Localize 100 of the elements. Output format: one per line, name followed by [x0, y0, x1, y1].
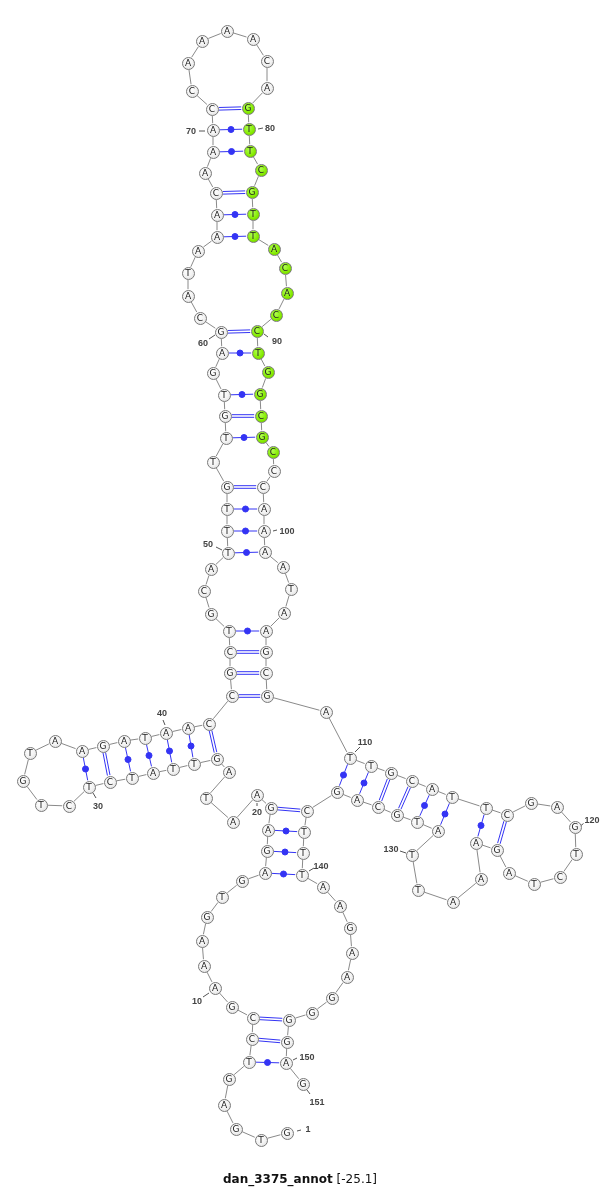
backbone-line [256, 44, 264, 56]
backbone-line [254, 175, 259, 187]
nucleotide: A [181, 289, 195, 303]
backbone-line [260, 358, 266, 367]
base-pair-bond [259, 1016, 283, 1022]
nucleotide: C [103, 775, 117, 789]
backbone-line [251, 198, 254, 208]
backbone-line [190, 301, 198, 313]
backbone-line [270, 617, 280, 627]
nucleotide: T [206, 455, 220, 469]
nucleotide: A [117, 734, 131, 748]
backbone-line [205, 321, 216, 329]
backbone-line [457, 798, 481, 807]
nucleotide: T [199, 791, 213, 805]
backbone-line [249, 1045, 252, 1056]
nucleotide: G [384, 766, 398, 780]
backbone-line [179, 765, 188, 768]
base-pair-bond [236, 650, 260, 654]
backbone-line [224, 422, 227, 432]
nucleotide: G [223, 666, 237, 680]
base-pair-bond [359, 771, 369, 795]
backbone-line [188, 69, 192, 85]
backbone-line [229, 658, 231, 667]
backbone-line [412, 861, 418, 884]
backbone-line [191, 46, 199, 58]
backbone-line [265, 442, 270, 447]
nucleotide: G [490, 843, 504, 857]
nucleotide: T [220, 502, 234, 516]
nucleotide: A [550, 800, 564, 814]
position-number: 70 [186, 126, 196, 136]
base-pair-bond [273, 848, 297, 856]
base-pair-bond [238, 694, 261, 698]
backbone-line [248, 135, 251, 145]
nucleotide: C [205, 102, 219, 116]
nucleotide: G [260, 844, 274, 858]
nucleotide: G [305, 1006, 319, 1020]
backbone-line [247, 874, 260, 880]
nucleotide: A [431, 824, 445, 838]
backbone-line [263, 537, 266, 546]
nucleotide: G [241, 101, 255, 115]
backbone-line [252, 92, 263, 104]
backbone-line [88, 747, 97, 750]
base-pair-bond [255, 1059, 280, 1066]
backbone-line [210, 901, 219, 913]
nucleotide: C [245, 1032, 259, 1046]
base-pair-bond [124, 747, 132, 772]
backbone-line [402, 816, 412, 821]
backbone-line [285, 274, 287, 287]
backbone-line [233, 1065, 245, 1076]
nucleotide: C [278, 261, 292, 275]
backbone-line [130, 738, 139, 741]
nucleotide: C [267, 464, 281, 478]
backbone-line [230, 679, 232, 690]
nucleotide: G [524, 796, 538, 810]
backbone-line [266, 836, 269, 845]
base-pair-bond [232, 434, 256, 441]
backbone-line [223, 401, 226, 410]
backbone-line [265, 658, 267, 667]
nucleotide: G [214, 325, 228, 339]
nucleotide: C [193, 311, 207, 325]
nucleotide: A [280, 286, 294, 300]
nucleotide: A [48, 734, 62, 748]
backbone-line [335, 982, 344, 993]
nucleotide: C [246, 1011, 260, 1025]
backbone-line [261, 799, 267, 804]
position-number: 1 [305, 1124, 311, 1134]
nucleotide: A [222, 765, 236, 779]
backbone-line [261, 318, 272, 328]
base-pair-bond [187, 734, 195, 758]
base-pair-bond [398, 786, 411, 810]
nucleotide: T [242, 1055, 256, 1069]
base-pair-bond [234, 549, 259, 556]
base-pair-bond [219, 126, 243, 133]
backbone-line [215, 557, 224, 565]
nucleotide: T [138, 731, 152, 745]
backbone-line [212, 136, 214, 146]
backbone-line [202, 240, 213, 248]
nucleotide: A [257, 502, 271, 516]
backbone-line [226, 1110, 234, 1124]
nucleotide: A [350, 793, 364, 807]
nucleotide: G [255, 430, 269, 444]
position-number: 80 [265, 123, 275, 133]
backbone-line [233, 32, 247, 38]
backbone-line [328, 717, 348, 753]
backbone-line [215, 443, 224, 457]
nucleotide: A [206, 123, 220, 137]
base-pair-bond [477, 814, 485, 837]
nucleotide: G [280, 1126, 294, 1140]
backbone-line [481, 844, 492, 849]
nucleotide: G [220, 480, 234, 494]
backbone-line [73, 791, 85, 802]
backbone-line [207, 33, 222, 39]
nucleotide: A [259, 624, 273, 638]
nucleotide: T [166, 762, 180, 776]
backbone-line [226, 515, 228, 525]
nucleotide: G [260, 689, 274, 703]
nucleotide: A [446, 895, 460, 909]
backbone-line [267, 1134, 281, 1139]
nucleotide: C [254, 409, 268, 423]
nucleotide: T [215, 890, 229, 904]
